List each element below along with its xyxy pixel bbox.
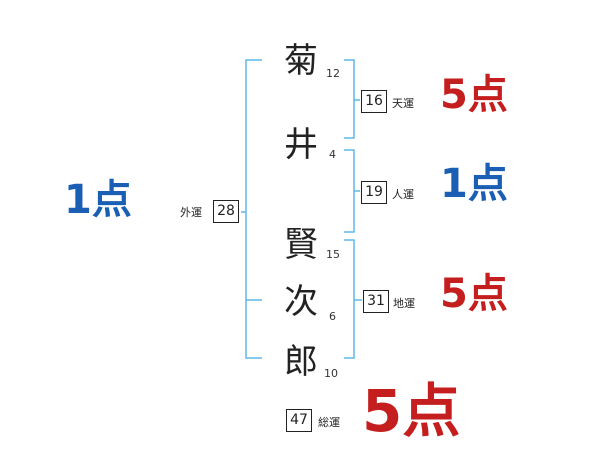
gaikaku-value-box: 28 <box>213 200 239 223</box>
gaikaku-score: 1点 <box>64 177 132 223</box>
name-char-5-strokes: 10 <box>324 367 338 380</box>
gaikaku-label: 外運 <box>180 206 202 219</box>
tenkaku-score: 5点 <box>440 72 508 118</box>
soukaku-label: 総運 <box>318 416 340 429</box>
jinkaku-label: 人運 <box>392 188 414 201</box>
chikaku-bracket <box>344 239 355 359</box>
soukaku-score: 5点 <box>362 377 461 445</box>
name-char-4: 次 <box>284 282 318 322</box>
tenkaku-value-box: 16 <box>361 90 387 113</box>
outer-bracket <box>245 59 262 359</box>
name-char-2: 井 <box>284 125 318 165</box>
tenkaku-label: 天運 <box>392 97 414 110</box>
chikaku-label: 地運 <box>393 297 415 310</box>
name-char-1-strokes: 12 <box>326 67 340 80</box>
name-char-5: 郎 <box>284 342 318 382</box>
name-char-1: 菊 <box>284 41 318 81</box>
name-char-4-strokes: 6 <box>329 310 336 323</box>
tenkaku-bracket <box>344 59 355 139</box>
soukaku-value-box: 47 <box>286 409 312 432</box>
name-char-2-strokes: 4 <box>329 148 336 161</box>
jinkaku-value-box: 19 <box>361 181 387 204</box>
jinkaku-score: 1点 <box>440 161 508 207</box>
jinkaku-bracket <box>344 149 355 233</box>
name-char-3: 賢 <box>284 225 318 265</box>
chikaku-value-box: 31 <box>363 290 389 313</box>
chikaku-score: 5点 <box>440 271 508 317</box>
name-char-3-strokes: 15 <box>326 248 340 261</box>
